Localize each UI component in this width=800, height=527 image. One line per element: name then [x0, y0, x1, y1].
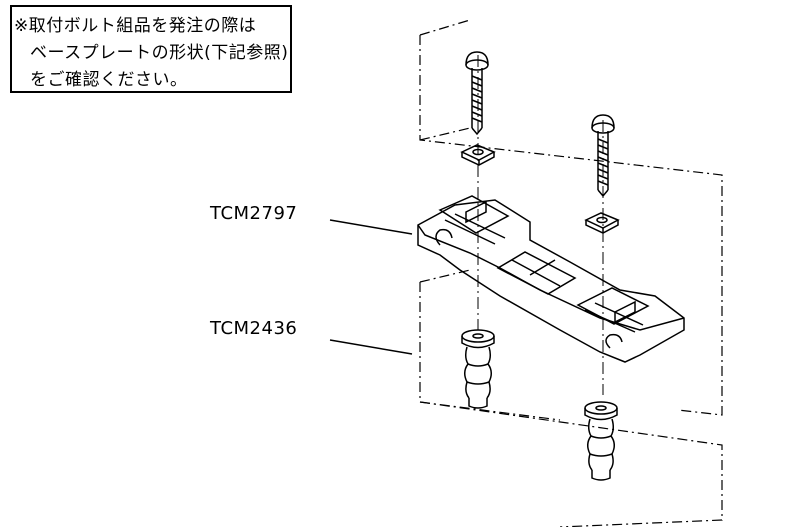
upper-phantom-outline	[419, 19, 723, 416]
order-note-line-1: ※取付ボルト組品を発注の際は	[14, 16, 257, 36]
order-note-line-2: ベースプレートの形状(下記参照)	[30, 43, 289, 63]
square-nut-left	[460, 144, 496, 166]
leader-line-lower	[329, 339, 413, 355]
square-nut-right	[584, 212, 620, 234]
order-note-box	[10, 5, 292, 93]
order-note-line-3: をご確認ください。	[30, 70, 188, 90]
stud-right	[584, 401, 618, 481]
leader-line-upper	[329, 219, 413, 235]
stud-left	[461, 329, 495, 409]
part-number-lower: TCM2436	[210, 318, 298, 339]
lower-phantom-outline	[419, 269, 723, 527]
bolt-left	[465, 51, 489, 136]
bolt-right	[591, 114, 615, 198]
center-lines	[477, 55, 604, 395]
base-plate	[417, 195, 685, 363]
part-number-upper: TCM2797	[210, 203, 298, 224]
